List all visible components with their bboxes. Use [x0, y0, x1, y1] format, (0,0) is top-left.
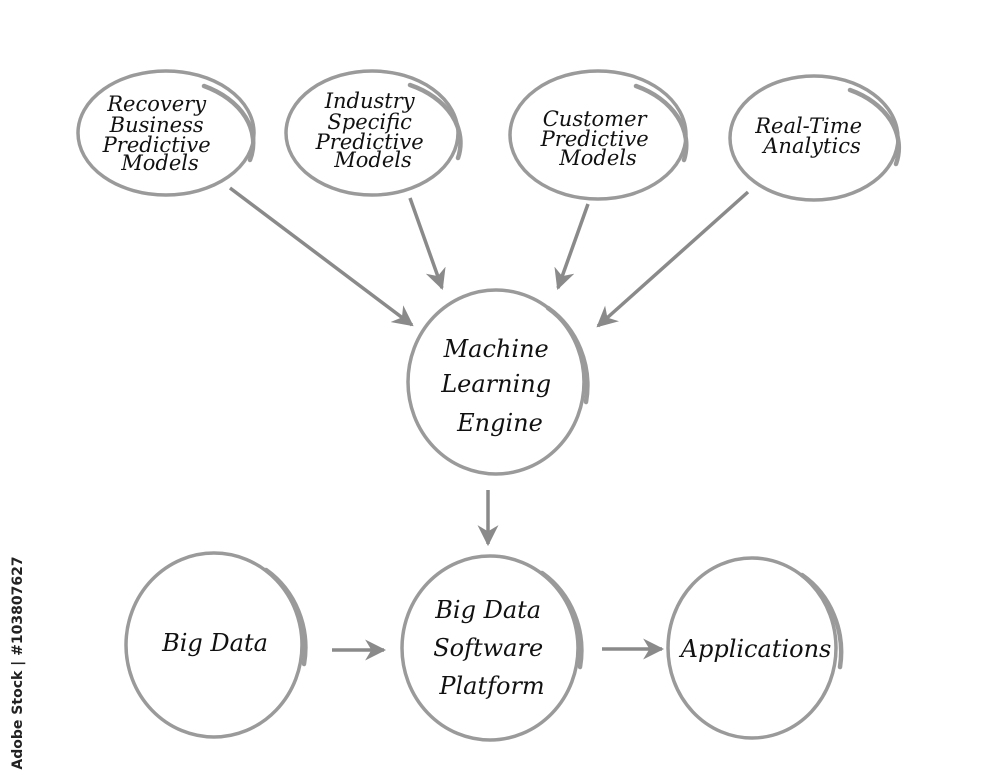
label-line: Big Data — [434, 596, 541, 624]
node-ml-engine-ring — [406, 288, 586, 476]
node-platform: Big Data Software Platform — [400, 554, 584, 742]
label-line: Models — [333, 148, 412, 172]
label-line: Recovery — [106, 92, 207, 116]
node-recovery-swoosh — [201, 83, 256, 163]
node-big-data-label: Big Data — [161, 629, 268, 657]
label-line: Specific — [327, 110, 412, 134]
node-big-data: Big Data — [124, 551, 308, 739]
node-big-data-ring — [124, 551, 304, 739]
node-realtime-swoosh — [847, 87, 902, 167]
label-line: Predictive — [315, 130, 424, 154]
node-industry-swoosh — [407, 82, 463, 161]
label-line: Big Data — [161, 629, 268, 657]
node-ml-engine-label: Machine Learning Engine — [440, 335, 559, 437]
arrow-industry-to-engine — [408, 197, 446, 290]
label-line: Machine — [443, 335, 549, 363]
label-line: Analytics — [761, 134, 861, 158]
node-industry-label: Industry Specific Predictive Models — [315, 89, 431, 172]
arrow-customer-to-engine — [554, 203, 590, 290]
node-customer: Customer Predictive Models — [508, 69, 689, 201]
node-platform-swoosh — [539, 570, 584, 670]
label-line: Models — [120, 151, 199, 175]
node-industry: Industry Specific Predictive Models — [284, 69, 463, 197]
node-realtime-label: Real-Time Analytics — [754, 114, 869, 158]
arrow-recovery-to-engine — [228, 186, 414, 327]
label-line: Software — [433, 634, 543, 662]
node-realtime: Real-Time Analytics — [728, 74, 902, 202]
node-applications-label: Applications — [679, 635, 832, 663]
label-line: Engine — [456, 409, 543, 437]
label-line: Customer — [543, 107, 649, 131]
node-ml-engine: Machine Learning Engine — [406, 288, 590, 476]
node-recovery: Recovery Business Predictive Models — [76, 69, 256, 197]
node-platform-label: Big Data Software Platform — [433, 596, 551, 700]
label-line: Applications — [679, 635, 832, 663]
node-ml-engine-swoosh — [545, 305, 590, 405]
node-big-data-swoosh — [263, 567, 308, 667]
label-line: Platform — [438, 672, 544, 700]
label-line: Predictive — [102, 133, 211, 157]
stock-credit-text: Adobe Stock | #103807627 — [10, 556, 26, 770]
label-line: Predictive — [540, 127, 649, 151]
node-customer-swoosh — [633, 83, 689, 163]
arrows — [228, 186, 750, 661]
label-line: Models — [558, 146, 637, 170]
label-line: Industry — [324, 89, 416, 113]
label-line: Real-Time — [754, 114, 862, 138]
arrow-realtime-to-engine — [596, 190, 750, 328]
node-platform-ring — [400, 554, 580, 742]
label-line: Business — [109, 113, 204, 137]
stock-credit: Adobe Stock | #103807627 — [5, 548, 31, 778]
label-line: Learning — [440, 370, 551, 398]
node-applications-ring — [666, 556, 838, 740]
node-recovery-label: Recovery Business Predictive Models — [102, 92, 218, 175]
node-customer-label: Customer Predictive Models — [540, 107, 656, 170]
node-applications: Applications — [666, 556, 844, 740]
node-applications-swoosh — [799, 572, 844, 670]
